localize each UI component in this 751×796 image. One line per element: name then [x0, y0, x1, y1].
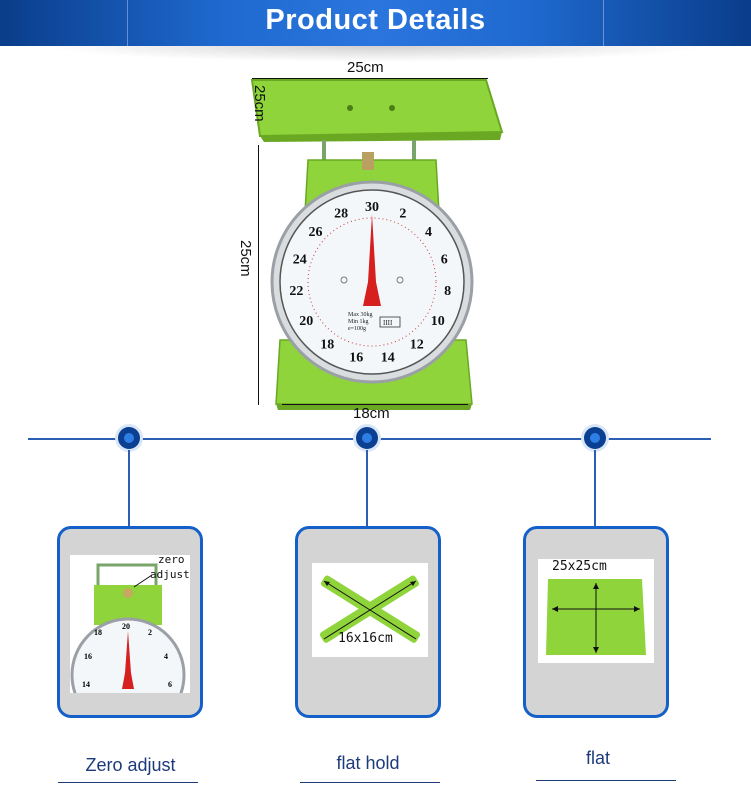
- dial-number: 22: [289, 284, 303, 299]
- timeline-stem-2: [366, 450, 368, 526]
- dial-badge: IIII: [383, 319, 393, 327]
- dial-number: 2: [399, 207, 406, 222]
- timeline-stem-3: [594, 450, 596, 526]
- caption-underline-2: [300, 782, 440, 783]
- feature-card-flat-hold: 16x16cm: [295, 526, 441, 718]
- dim-line-base: [282, 404, 468, 405]
- dial-label-min: Min 1kg: [348, 319, 369, 325]
- svg-text:18: 18: [94, 628, 102, 637]
- caption-zero-adjust: Zero adjust: [85, 755, 176, 775]
- banner-shadow: [40, 46, 711, 62]
- dial-number: 16: [349, 350, 363, 365]
- svg-text:2: 2: [148, 628, 152, 637]
- dial-number: 26: [309, 225, 323, 240]
- flat-hold-photo: 16x16cm: [312, 563, 428, 657]
- dim-label-depth: 25cm: [251, 85, 268, 122]
- dim-label-width: 25cm: [347, 59, 384, 76]
- dial-number: 6: [441, 253, 448, 268]
- dial-number: 28: [334, 207, 348, 222]
- timeline-node-1: [118, 427, 140, 449]
- dial-number: 12: [410, 338, 424, 353]
- feature-card-flat: 25x25cm: [523, 526, 669, 718]
- dial-number: 30: [365, 200, 379, 215]
- dial-label-e: e=100g: [348, 326, 366, 332]
- zero-annotation-line2: adjust: [150, 568, 190, 581]
- zero-adjust-photo: 20 2 4 6 18 16 14 zero adjust: [70, 553, 190, 715]
- dial-number: 18: [320, 338, 334, 353]
- zero-annotation-line1: zero: [158, 553, 185, 566]
- dim-line-height: [258, 145, 259, 405]
- svg-text:20: 20: [122, 622, 130, 631]
- timeline-node-3: [584, 427, 606, 449]
- caption-underline-3: [536, 780, 676, 781]
- dial-number: 24: [293, 253, 307, 268]
- flat-annotation: 25x25cm: [552, 559, 607, 574]
- dial-label-max: Max 30kg: [348, 312, 373, 318]
- feature-card-zero-adjust: 20 2 4 6 18 16 14 zero adjust: [57, 526, 203, 718]
- caption-flat: flat: [585, 748, 610, 768]
- page-title: Product Details: [265, 4, 486, 36]
- dial-number: 14: [381, 350, 395, 365]
- svg-text:16: 16: [84, 652, 92, 661]
- svg-text:4: 4: [164, 652, 168, 661]
- dial-number: 10: [431, 314, 445, 329]
- dim-line-width: [252, 78, 488, 79]
- dial-number: 4: [425, 225, 432, 240]
- dim-label-base: 18cm: [353, 405, 390, 422]
- svg-text:6: 6: [168, 680, 172, 689]
- caption-flat-hold: flat hold: [336, 753, 400, 773]
- svg-text:14: 14: [82, 680, 90, 689]
- header-banner: Product Details: [0, 0, 751, 46]
- caption-underline-1: [58, 782, 198, 783]
- timeline-stem-1: [128, 450, 130, 526]
- flat-photo: 25x25cm: [538, 559, 654, 663]
- timeline-node-2: [356, 427, 378, 449]
- flat-hold-annotation: 16x16cm: [338, 631, 393, 646]
- dial-number: 20: [299, 314, 313, 329]
- dial-number: 8: [444, 284, 451, 299]
- dim-label-height: 25cm: [237, 240, 254, 277]
